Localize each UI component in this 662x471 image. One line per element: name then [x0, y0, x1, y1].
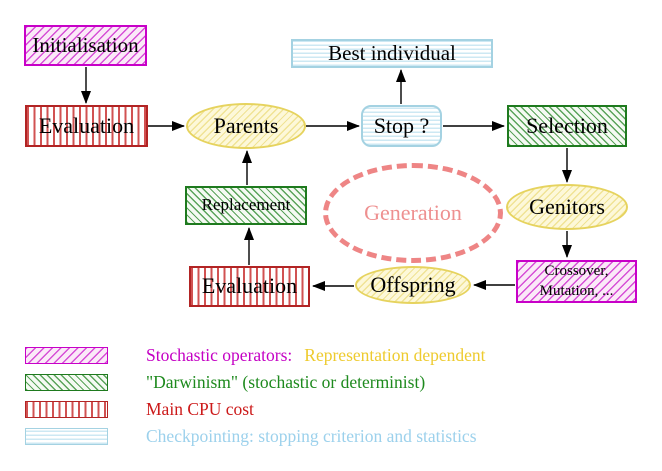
legend-label-stochastic: Stochastic operators: Representation depe…: [146, 345, 486, 366]
node-generation: Generation: [323, 163, 503, 263]
legend-swatch-red-stripes: [25, 401, 108, 418]
legend-row-stochastic: Stochastic operators: Representation depe…: [25, 345, 486, 366]
node-parents: Parents: [186, 103, 306, 149]
legend-row-checkpointing: Checkpointing: stopping criterion and st…: [25, 426, 477, 447]
legend-text-darwinism: "Darwinism" (stochastic or determinist): [146, 372, 426, 392]
legend-row-darwinism: "Darwinism" (stochastic or determinist): [25, 372, 425, 393]
legend-swatch-magenta-hatch: [25, 347, 108, 364]
node-best-individual: Best individual: [291, 39, 493, 68]
node-genitors: Genitors: [506, 184, 628, 230]
node-evaluation-bottom: Evaluation: [189, 266, 310, 307]
node-stop: Stop ?: [361, 105, 442, 147]
legend-text-checkpointing: Checkpointing: stopping criterion and st…: [146, 426, 477, 446]
node-evaluation-top: Evaluation: [25, 105, 148, 147]
node-offspring: Offspring: [355, 266, 471, 304]
crossover-line2: Mutation, ...: [539, 282, 614, 299]
node-initialisation: Initialisation: [24, 25, 147, 66]
legend-text-main-cpu-cost: Main CPU cost: [146, 399, 254, 419]
node-replacement: Replacement: [185, 186, 307, 225]
legend-text-stochastic-operators: Stochastic operators:: [146, 345, 293, 365]
legend-row-cpu-cost: Main CPU cost: [25, 399, 254, 420]
legend-swatch-cyan-stripes: [25, 428, 108, 445]
node-crossover-mutation: Crossover, Mutation, ...: [516, 260, 637, 303]
crossover-line1: Crossover,: [544, 263, 609, 279]
legend-swatch-green-hatch: [25, 374, 108, 391]
legend-text-representation-dependent: Representation dependent: [304, 345, 486, 365]
node-selection: Selection: [507, 105, 627, 147]
